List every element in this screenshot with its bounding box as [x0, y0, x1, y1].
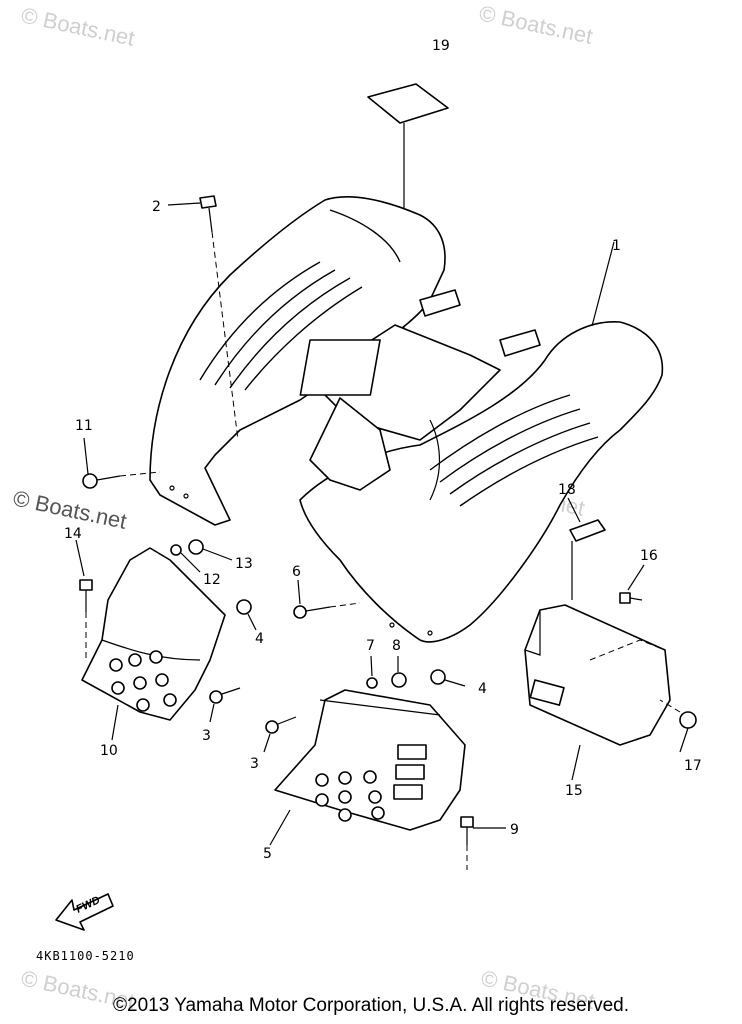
callout-11: 11 — [75, 418, 93, 434]
callout-4-left: 4 — [255, 631, 264, 647]
part-18-clip — [567, 497, 606, 600]
callout-6: 6 — [292, 564, 301, 580]
callout-3-right: 3 — [250, 756, 259, 772]
callout-19: 19 — [432, 38, 450, 54]
part-17-nut — [659, 699, 697, 753]
diagram-code: 4KB1100-5210 — [36, 949, 135, 963]
part-8-nut — [391, 656, 407, 688]
part-11-screw — [82, 437, 161, 489]
part-3-screw-left — [209, 687, 241, 723]
callout-8: 8 — [392, 638, 401, 654]
part-5-footrest-right — [269, 689, 466, 846]
part-2-bolt — [167, 195, 239, 441]
callout-18: 18 — [558, 482, 576, 498]
callout-12: 12 — [203, 572, 221, 588]
part-1-rear-fender — [149, 196, 664, 643]
part-12-washer — [170, 544, 201, 573]
part-4-nut-left — [236, 599, 257, 631]
callout-13: 13 — [235, 556, 253, 572]
copyright-notice: ©2013 Yamaha Motor Corporation, U.S.A. A… — [113, 995, 629, 1016]
part-16-bolt — [619, 564, 645, 604]
part-10-footrest-left — [81, 547, 226, 741]
forward-direction-arrow: FWD — [55, 893, 114, 931]
part-7-washer — [366, 655, 378, 689]
callout-14: 14 — [64, 526, 82, 542]
callout-15: 15 — [565, 783, 583, 799]
part-6-screw — [293, 579, 361, 619]
callout-16: 16 — [640, 548, 658, 564]
part-14-bolt — [75, 539, 93, 660]
callout-9: 9 — [510, 822, 519, 838]
part-3-screw-right — [263, 716, 297, 753]
callout-17: 17 — [684, 758, 702, 774]
part-9-bolt — [460, 816, 506, 870]
part-4-nut-right — [430, 669, 466, 687]
part-13-nut — [188, 539, 233, 561]
watermark-top-right: © Boats.net — [477, 0, 595, 48]
callout-3-left: 3 — [202, 728, 211, 744]
callout-10: 10 — [100, 743, 118, 759]
callout-4-right: 4 — [478, 681, 487, 697]
callout-7: 7 — [366, 638, 375, 654]
watermark-top-left: © Boats.net — [19, 2, 137, 50]
callout-1: 1 — [612, 238, 621, 254]
callout-5: 5 — [263, 846, 272, 862]
callout-2: 2 — [152, 199, 161, 215]
part-15-storage-box — [524, 604, 671, 781]
